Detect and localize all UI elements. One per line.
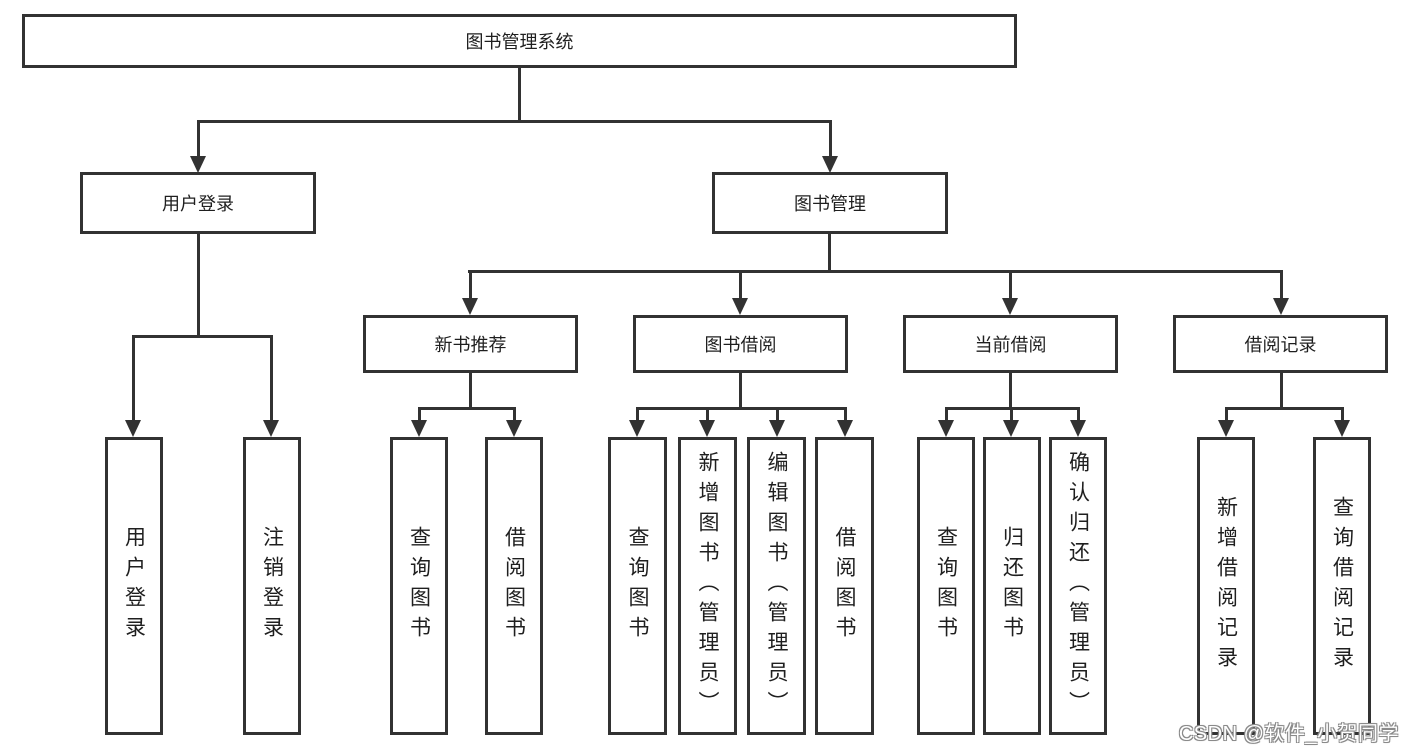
node-label: 借阅图书 <box>833 526 856 646</box>
connector-line <box>197 234 200 335</box>
arrow-down-icon <box>1003 420 1019 437</box>
leaf-return-book: 归还图书 <box>983 437 1041 735</box>
connector-line <box>418 407 421 422</box>
node-user-login: 用户登录 <box>80 172 316 234</box>
node-borrow-records: 借阅记录 <box>1173 315 1388 373</box>
arrow-down-icon <box>769 420 785 437</box>
node-label: 注销登录 <box>260 526 284 646</box>
node-label: 图书借阅 <box>704 335 777 355</box>
node-label: 查询图书 <box>407 526 431 646</box>
arrow-down-icon <box>1070 420 1086 437</box>
leaf-borrow-book-recommend: 借阅图书 <box>485 437 543 735</box>
leaf-borrow-book: 借阅图书 <box>815 437 874 735</box>
node-label: 新书推荐 <box>434 335 507 355</box>
leaf-edit-book-admin: 编辑图书（管理员） <box>747 437 806 735</box>
connector-line <box>132 335 135 422</box>
node-book-management: 图书管理 <box>712 172 948 234</box>
node-current-borrow: 当前借阅 <box>903 315 1118 373</box>
leaf-query-book-current: 查询图书 <box>917 437 975 735</box>
node-label: 归还图书 <box>1000 526 1024 646</box>
node-label: 查询图书 <box>934 526 958 646</box>
connector-line <box>1009 270 1012 300</box>
connector-line <box>270 335 273 422</box>
arrow-down-icon <box>1218 420 1234 437</box>
connector-line <box>945 407 948 422</box>
connector-line <box>828 234 831 273</box>
connector-line <box>469 270 472 300</box>
connector-line <box>197 120 831 123</box>
node-new-book-recommend: 新书推荐 <box>363 315 578 373</box>
csdn-watermark: CSDN @软件_小贺同学 <box>1178 723 1399 745</box>
node-label: 编辑图书（管理员） <box>765 451 788 721</box>
connector-line <box>468 270 1283 273</box>
node-book-borrow: 图书借阅 <box>633 315 848 373</box>
leaf-user-login: 用户登录 <box>105 437 163 735</box>
connector-line <box>1280 270 1283 300</box>
arrow-down-icon <box>732 298 748 315</box>
leaf-query-book-borrow: 查询图书 <box>608 437 667 735</box>
arrow-down-icon <box>462 298 478 315</box>
leaf-confirm-return-admin: 确认归还（管理员） <box>1049 437 1107 735</box>
connector-line <box>469 373 472 407</box>
connector-line <box>739 270 742 300</box>
arrow-down-icon <box>822 156 838 173</box>
node-label: 图书管理系统 <box>465 32 574 52</box>
arrow-down-icon <box>629 420 645 437</box>
connector-line <box>418 407 516 410</box>
connector-line <box>1009 373 1012 407</box>
node-label: 借阅图书 <box>502 526 526 646</box>
arrow-down-icon <box>263 420 279 437</box>
node-label: 借阅记录 <box>1244 335 1317 355</box>
node-label: 查询借阅记录 <box>1330 496 1354 676</box>
node-label: 新增图书（管理员） <box>696 451 719 721</box>
connector-line <box>513 407 516 422</box>
leaf-add-borrow-record: 新增借阅记录 <box>1197 437 1255 735</box>
leaf-query-book-recommend: 查询图书 <box>390 437 448 735</box>
connector-line <box>1225 407 1344 410</box>
node-label: 图书管理 <box>794 194 866 214</box>
arrow-down-icon <box>411 420 427 437</box>
connector-line <box>1341 407 1344 422</box>
arrow-down-icon <box>125 420 141 437</box>
arrow-down-icon <box>938 420 954 437</box>
leaf-logout: 注销登录 <box>243 437 301 735</box>
leaf-query-borrow-record: 查询借阅记录 <box>1313 437 1371 735</box>
leaf-add-book-admin: 新增图书（管理员） <box>678 437 737 735</box>
connector-line <box>706 407 709 422</box>
connector-line <box>636 407 639 422</box>
arrow-down-icon <box>1273 298 1289 315</box>
connector-line <box>844 407 847 422</box>
connector-line <box>1010 407 1013 422</box>
connector-line <box>518 68 521 120</box>
node-label: 确认归还（管理员） <box>1066 451 1090 721</box>
arrow-down-icon <box>837 420 853 437</box>
node-library-system: 图书管理系统 <box>22 14 1017 68</box>
connector-line <box>1280 373 1283 407</box>
connector-line <box>739 373 742 407</box>
node-label: 当前借阅 <box>974 335 1047 355</box>
connector-line <box>132 335 273 338</box>
connector-line <box>829 120 832 158</box>
connector-line <box>197 120 200 158</box>
connector-line <box>1225 407 1228 422</box>
arrow-down-icon <box>699 420 715 437</box>
node-label: 新增借阅记录 <box>1214 496 1238 676</box>
node-label: 用户登录 <box>162 194 234 214</box>
connector-line <box>636 407 847 410</box>
connector-line <box>1077 407 1080 422</box>
connector-line <box>776 407 779 422</box>
arrow-down-icon <box>506 420 522 437</box>
node-label: 查询图书 <box>626 526 649 646</box>
arrow-down-icon <box>1334 420 1350 437</box>
arrow-down-icon <box>1002 298 1018 315</box>
node-label: 用户登录 <box>122 526 146 646</box>
arrow-down-icon <box>190 156 206 173</box>
